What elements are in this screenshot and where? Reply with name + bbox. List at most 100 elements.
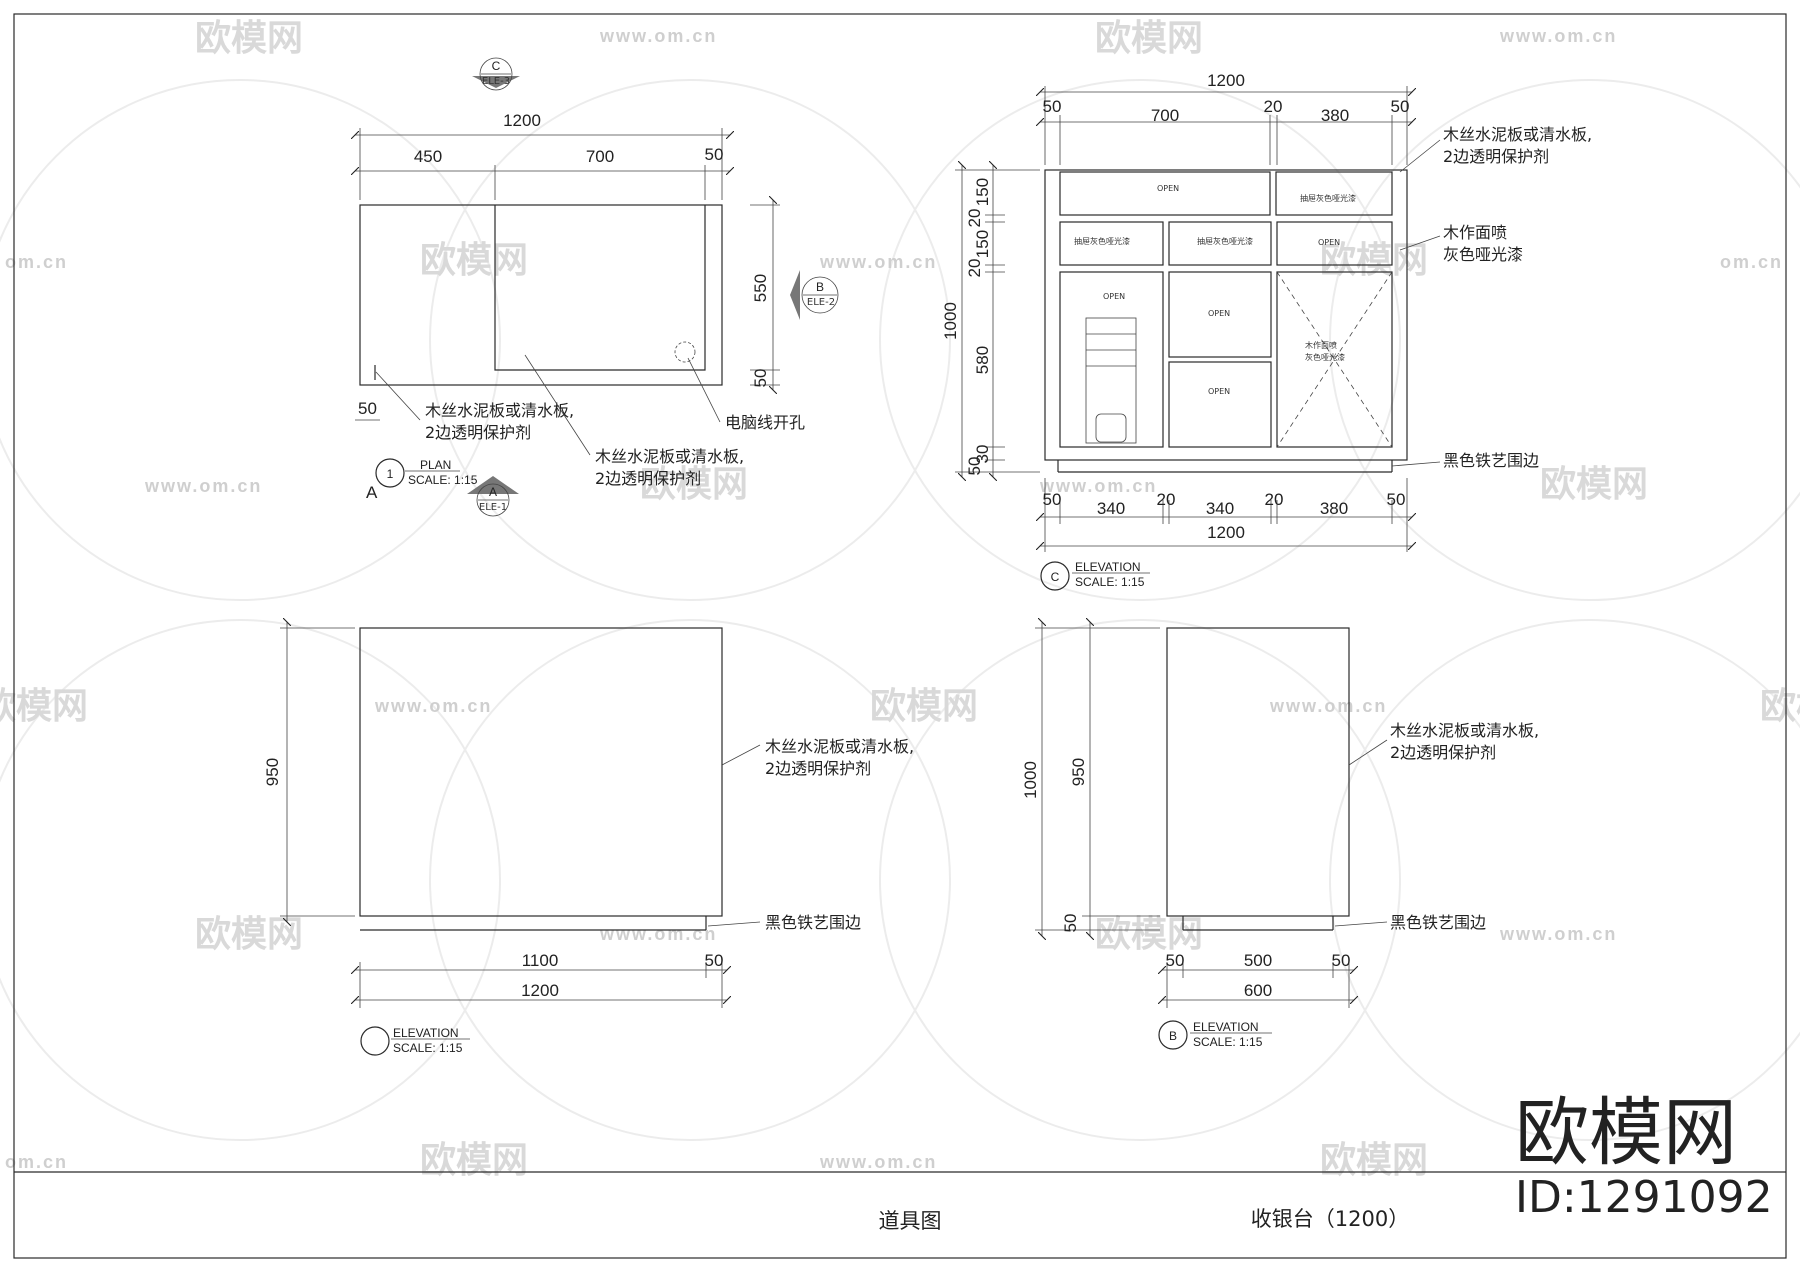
plan-dim-700: 700 — [586, 147, 614, 166]
mid-drawer-upper — [1168, 271, 1272, 358]
svg-text:340: 340 — [1097, 499, 1125, 518]
svg-text:380: 380 — [1320, 499, 1348, 518]
watermark-url: www.om.cn — [599, 924, 717, 944]
watermark-url: www.om.cn — [144, 476, 262, 496]
top-right-drawer — [1275, 171, 1393, 216]
watermark-brand: 欧模网 — [0, 686, 88, 727]
plan-dim-450: 450 — [414, 147, 442, 166]
brand-id: ID:1291092 — [1515, 1172, 1773, 1223]
section-marker-a-icon: A ELE-1 — [467, 476, 519, 517]
elev-c-dim-total-bottom: 1200 — [1207, 523, 1245, 542]
watermark-url: www.om.cn — [1499, 924, 1617, 944]
drawer-note: 抽屉灰色哑光漆 — [1300, 193, 1356, 203]
svg-text:B: B — [1169, 1029, 1177, 1043]
svg-text:20: 20 — [1264, 97, 1283, 116]
plan-note-1-line2: 2边透明保护剂 — [425, 423, 531, 442]
svg-text:20: 20 — [1265, 490, 1284, 509]
svg-text:380: 380 — [1321, 106, 1349, 125]
elev-c-note-2-line2: 灰色哑光漆 — [1443, 245, 1523, 264]
watermark-brand: 欧模网 — [640, 464, 748, 505]
svg-text:C: C — [1051, 570, 1060, 584]
brand-logo-text: 欧模网 — [1515, 1090, 1737, 1176]
elev-a-note-line1: 木丝水泥板或清水板, — [765, 737, 914, 756]
svg-text:50: 50 — [1043, 490, 1062, 509]
watermark-text: 欧模网 www.om.cn 欧模网 www.om.cn om.cn 欧模网 ww… — [0, 18, 1800, 1181]
svg-text:700: 700 — [1151, 106, 1179, 125]
svg-text:150: 150 — [973, 230, 992, 258]
open-label: OPEN — [1157, 184, 1179, 193]
watermark-brand: 欧模网 — [195, 18, 303, 59]
svg-text:50: 50 — [1043, 97, 1062, 116]
watermark-brand: 欧模网 — [870, 686, 978, 727]
cable-hole-icon — [674, 341, 696, 363]
right-door — [1276, 271, 1393, 448]
svg-text:340: 340 — [1206, 499, 1234, 518]
elevation-b-view: 1000 950 50 50 500 50 600 木丝水泥板或清水板, 2边透… — [1021, 622, 1539, 1050]
section-marker-c-icon: C ELE-3 — [472, 57, 520, 91]
elev-a-drawing-tag: ELEVATION SCALE: 1:15 — [360, 1026, 470, 1056]
svg-text:ELE-2: ELE-2 — [807, 297, 835, 308]
door-note-line2: 灰色哑光漆 — [1305, 352, 1345, 362]
cabinet-frame — [1044, 169, 1408, 461]
watermark-brand: 欧模网 — [1760, 686, 1800, 727]
watermark-url: www.om.cn — [599, 26, 717, 46]
elev-a-dim-1100: 1100 — [522, 951, 559, 970]
mid-drawer-3 — [1276, 221, 1393, 266]
svg-text:PLAN: PLAN — [420, 458, 451, 472]
svg-text:50: 50 — [1166, 951, 1185, 970]
elev-a-dim-50: 50 — [705, 951, 724, 970]
svg-text:ELEVATION: ELEVATION — [1193, 1020, 1259, 1034]
watermark-arcs — [0, 79, 1800, 1141]
svg-text:SCALE: 1:15: SCALE: 1:15 — [408, 473, 478, 487]
elev-a-note-line2: 2边透明保护剂 — [765, 759, 871, 778]
left-door — [1059, 271, 1164, 448]
watermark-brand: 欧模网 — [1540, 464, 1648, 505]
svg-text:50: 50 — [965, 457, 984, 476]
mid-drawer-1 — [1059, 221, 1164, 266]
watermark-url: www.om.cn — [1269, 696, 1387, 716]
plan-inner-top — [494, 205, 706, 371]
open-label: OPEN — [1318, 238, 1340, 247]
open-label: OPEN — [1208, 387, 1230, 396]
plan-drawing-tag: 1 PLAN SCALE: 1:15 A — [366, 458, 478, 502]
plan-note-1-line1: 木丝水泥板或清水板, — [425, 401, 574, 420]
plan-outline — [359, 204, 723, 386]
svg-text:500: 500 — [1244, 951, 1272, 970]
plan-dim-right-50: 50 — [751, 369, 770, 388]
drawer-note: 抽屉灰色哑光漆 — [1074, 236, 1130, 246]
plan-note-2-line1: 木丝水泥板或清水板, — [595, 447, 744, 466]
elev-c-note-1-line1: 木丝水泥板或清水板, — [1443, 125, 1592, 144]
open-label: OPEN — [1103, 292, 1125, 301]
elev-b-dim-950: 950 — [1069, 758, 1088, 786]
svg-text:ELEVATION: ELEVATION — [1075, 560, 1141, 574]
elev-c-note-2-line1: 木作面喷 — [1443, 223, 1507, 242]
plan-dim-550: 550 — [751, 274, 770, 302]
plan-dim-50: 50 — [705, 145, 724, 164]
elevation-c-view: OPEN OPEN OPEN OPEN OPEN 抽屉灰色哑光漆 抽屉灰色哑光漆… — [941, 71, 1592, 591]
elev-b-note-line2: 2边透明保护剂 — [1390, 743, 1496, 762]
drawing-type-title: 道具图 — [879, 1209, 942, 1233]
watermark-url: www.om.cn — [819, 252, 937, 272]
elev-b-dim-600: 600 — [1244, 981, 1272, 1000]
svg-text:1: 1 — [387, 467, 394, 481]
drawer-note: 抽屉灰色哑光漆 — [1197, 236, 1253, 246]
plan-dim-total: 1200 — [503, 111, 541, 130]
door-note-line1: 木作面喷 — [1305, 340, 1337, 350]
elev-b-base-note: 黑色铁艺围边 — [1390, 913, 1486, 932]
watermark-url: www.om.cn — [1039, 476, 1157, 496]
svg-text:ELE-1: ELE-1 — [479, 502, 507, 513]
sheet-border — [13, 13, 1787, 1259]
elev-c-base-note: 黑色铁艺围边 — [1443, 451, 1539, 470]
elev-c-dim-total-top: 1200 — [1207, 71, 1245, 90]
section-marker-b-icon: B ELE-2 — [790, 270, 839, 320]
watermark-brand: 欧模网 — [1320, 1140, 1428, 1181]
watermark-url: om.cn — [5, 252, 68, 272]
svg-text:B: B — [816, 280, 824, 294]
svg-text:50: 50 — [1332, 951, 1351, 970]
svg-text:SCALE: 1:15: SCALE: 1:15 — [393, 1041, 463, 1055]
mid-drawer-lower — [1168, 361, 1272, 448]
elev-b-dim-1000: 1000 — [1021, 761, 1040, 799]
drawing-name-title: 收银台（1200） — [1251, 1207, 1409, 1231]
elev-a-panel — [359, 627, 723, 917]
